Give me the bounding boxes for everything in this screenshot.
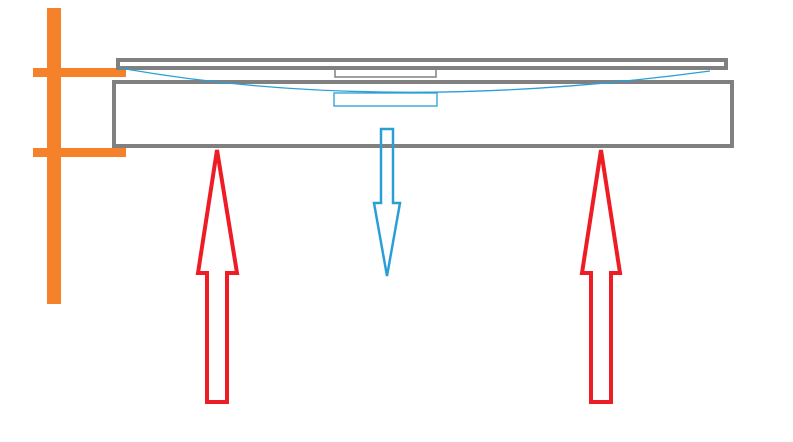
deflection-curve [119, 67, 711, 93]
top-plate [116, 58, 728, 70]
support-bracket-upper [33, 68, 126, 77]
reaction-arrow-left-icon [195, 149, 240, 404]
support-bracket-lower [33, 148, 126, 157]
base-box [112, 80, 734, 148]
plate-spacer [334, 68, 437, 78]
deflected-spacer [333, 92, 438, 107]
reaction-arrow-right-icon [579, 149, 623, 404]
load-arrow-icon [372, 127, 402, 277]
wall-support [33, 8, 126, 304]
